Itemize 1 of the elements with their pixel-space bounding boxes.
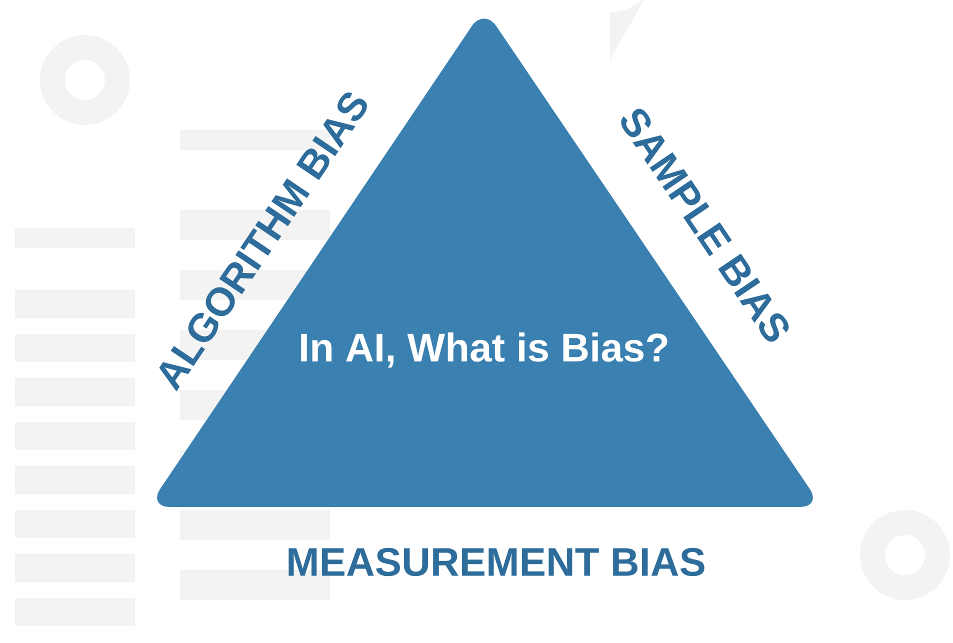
side-label: MEASUREMENT BIAS	[288, 548, 704, 576]
